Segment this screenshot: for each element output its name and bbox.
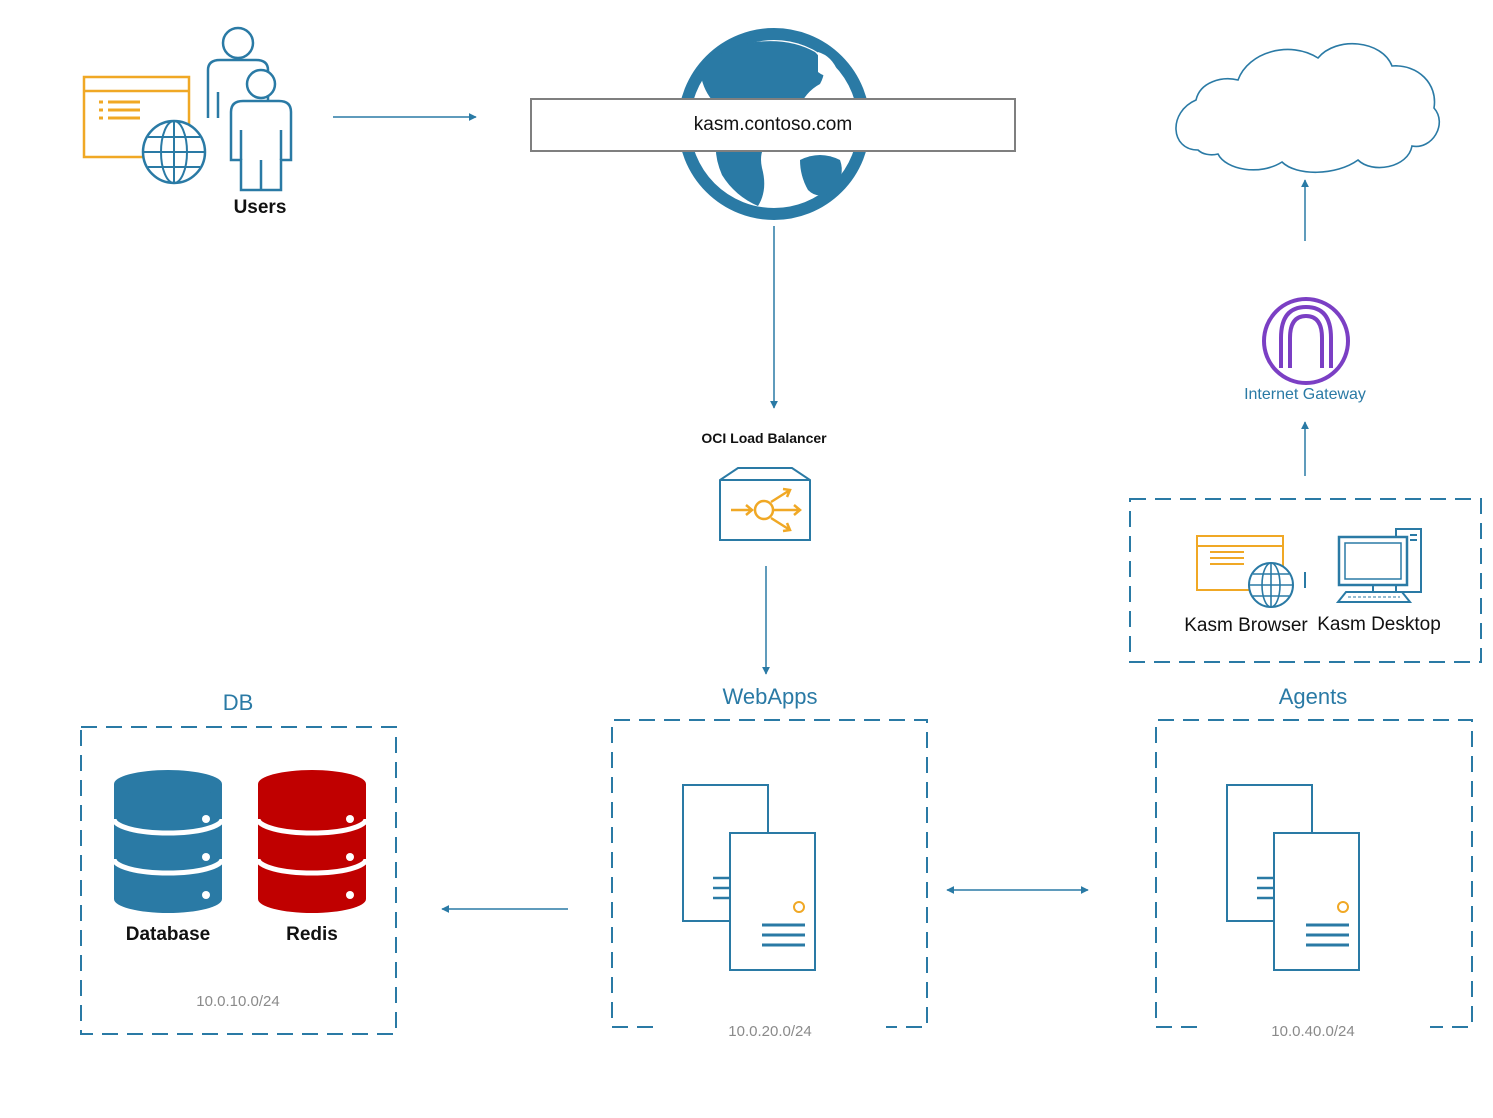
database-icon — [111, 770, 225, 913]
cloud-icon — [1175, 42, 1440, 174]
agent-clients-box — [1129, 498, 1482, 663]
agents-subnet-label: 10.0.40.0/24 — [1271, 1023, 1355, 1040]
webapps-subnet-label: 10.0.20.0/24 — [728, 1023, 812, 1040]
agents-group-title: Agents — [1278, 684, 1348, 709]
db-group-box — [80, 726, 397, 1035]
webapps-group-box — [611, 719, 928, 1028]
load-balancer-label: OCI Load Balancer — [701, 430, 827, 446]
webapps-group-title: WebApps — [722, 684, 818, 709]
server-icon — [1226, 784, 1360, 971]
load-balancer-icon — [719, 467, 811, 541]
redis-icon — [255, 770, 369, 913]
browser-globe-icon — [82, 75, 207, 185]
db-group-title: DB — [222, 690, 254, 715]
users-label: Users — [233, 197, 287, 218]
url-text: kasm.contoso.com — [693, 114, 853, 135]
internet-gateway-icon — [1262, 297, 1350, 385]
browser-globe-icon — [1196, 535, 1306, 608]
kasm-desktop-label: Kasm Desktop — [1317, 614, 1441, 635]
users-icon — [82, 26, 293, 192]
kasm-browser-label: Kasm Browser — [1184, 615, 1308, 636]
db-subnet-label: 10.0.10.0/24 — [196, 993, 280, 1010]
agents-group-box — [1155, 719, 1473, 1028]
redis-label: Redis — [286, 924, 338, 945]
desktop-computer-icon — [1335, 528, 1422, 603]
database-label: Database — [125, 924, 211, 945]
server-icon — [682, 784, 816, 971]
internet-gateway-label: Internet Gateway — [1244, 386, 1366, 403]
url-address-bar[interactable]: kasm.contoso.com — [530, 98, 1016, 152]
